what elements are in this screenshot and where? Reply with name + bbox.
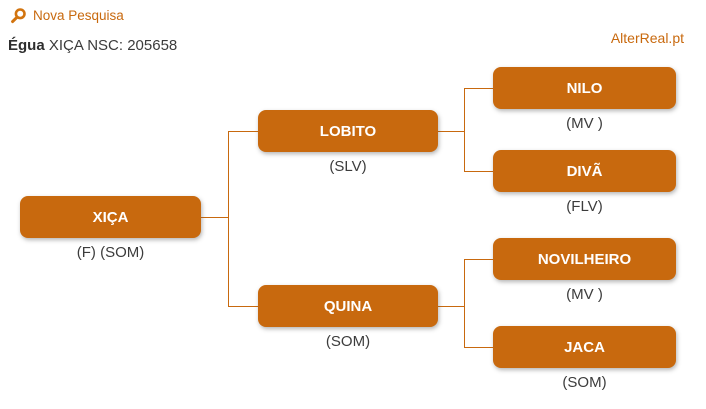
subject-name-nsc: XIÇA NSC: 205658 [48, 37, 178, 54]
connector-line [438, 306, 464, 307]
connector-line [464, 259, 465, 348]
pedigree-node-xica-sub: (F) (SOM) [76, 244, 145, 261]
pedigree-node-quina-button[interactable]: QUINA [258, 285, 438, 327]
alterreal-link[interactable]: AlterReal.pt [610, 30, 684, 46]
pedigree-node-novilheiro: NOVILHEIRO (MV ) [493, 238, 676, 303]
pedigree-node-diva-sub: (FLV) [566, 198, 603, 215]
connector-line [438, 131, 464, 132]
nova-pesquisa-link[interactable]: Nova Pesquisa [10, 7, 124, 24]
connector-line [464, 259, 493, 260]
connector-line [228, 131, 258, 132]
connector-line [201, 217, 228, 218]
pedigree-node-novilheiro-button[interactable]: NOVILHEIRO [493, 238, 676, 280]
pedigree-node-quina-sub: (SOM) [325, 333, 371, 350]
connector-line [464, 171, 493, 172]
pedigree-node-lobito-button[interactable]: LOBITO [258, 110, 438, 152]
pedigree-node-jaca-sub: (SOM) [562, 374, 607, 391]
connector-line [228, 306, 258, 307]
pedigree-node-jaca-button[interactable]: JACA [493, 326, 676, 368]
pedigree-node-nilo-sub: (MV ) [566, 115, 603, 132]
connector-line [464, 88, 465, 172]
connector-line [464, 347, 493, 348]
subject-title: Égua XIÇA NSC: 205658 [8, 37, 177, 54]
pedigree-node-lobito-sub: (SLV) [329, 158, 367, 175]
pedigree-node-quina: QUINA (SOM) [258, 285, 438, 350]
pedigree-node-diva: DIVÃ (FLV) [493, 150, 676, 215]
pedigree-node-diva-button[interactable]: DIVÃ [493, 150, 676, 192]
pedigree-node-xica: XIÇA (F) (SOM) [20, 196, 201, 261]
connector-line [464, 88, 493, 89]
pedigree-node-nilo: NILO (MV ) [493, 67, 676, 132]
pedigree-node-nilo-button[interactable]: NILO [493, 67, 676, 109]
pedigree-node-jaca: JACA (SOM) [493, 326, 676, 391]
pedigree-node-lobito: LOBITO (SLV) [258, 110, 438, 175]
pedigree-node-xica-button[interactable]: XIÇA [20, 196, 201, 238]
search-icon [11, 8, 26, 24]
nova-pesquisa-label: Nova Pesquisa [33, 8, 124, 23]
connector-line [228, 131, 229, 307]
subject-type-label: Égua [8, 37, 45, 54]
pedigree-node-novilheiro-sub: (MV ) [566, 286, 603, 303]
